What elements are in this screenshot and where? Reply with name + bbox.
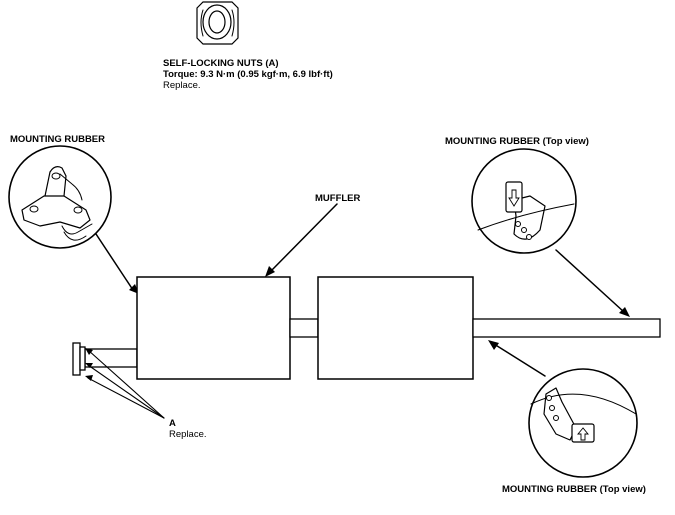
muffler-rear-chamber <box>317 276 474 380</box>
label-callout-a: A <box>169 418 176 429</box>
self-locking-nut-illustration <box>196 1 239 45</box>
label-callout-a-note: Replace. <box>169 429 207 440</box>
mounting-rubber-detail-top-right <box>471 148 577 254</box>
nuts-note: Replace. <box>163 80 201 91</box>
leader-line-top-right-rubber <box>555 249 625 313</box>
label-mounting-rubber-top-right: MOUNTING RUBBER (Top view) <box>445 136 589 147</box>
mounting-rubber-detail-left <box>8 145 112 249</box>
inlet-pipe <box>84 348 138 368</box>
leader-arrowhead <box>265 266 275 277</box>
label-muffler: MUFFLER <box>315 193 361 204</box>
callout-a-leaders <box>85 348 165 419</box>
inlet-flange <box>72 342 81 376</box>
mounting-rubber-detail-bottom-right <box>528 368 638 478</box>
leader-line-muffler <box>269 203 338 273</box>
leader-line-bottom-right-rubber <box>493 343 546 377</box>
muffler-front-chamber <box>136 276 291 380</box>
tail-pipe <box>472 318 661 338</box>
leader-line-left-rubber <box>95 233 134 291</box>
center-pipe <box>289 318 319 338</box>
exhaust-system <box>72 276 661 380</box>
nuts-torque: Torque: 9.3 N·m (0.95 kgf·m, 6.9 lbf·ft) <box>163 69 333 80</box>
leader-arrowhead <box>619 307 630 317</box>
leader-arrowhead <box>488 340 499 350</box>
label-mounting-rubber-left: MOUNTING RUBBER <box>10 134 105 145</box>
nuts-title: SELF-LOCKING NUTS (A) <box>163 58 279 69</box>
label-mounting-rubber-bottom-right: MOUNTING RUBBER (Top view) <box>502 484 646 495</box>
